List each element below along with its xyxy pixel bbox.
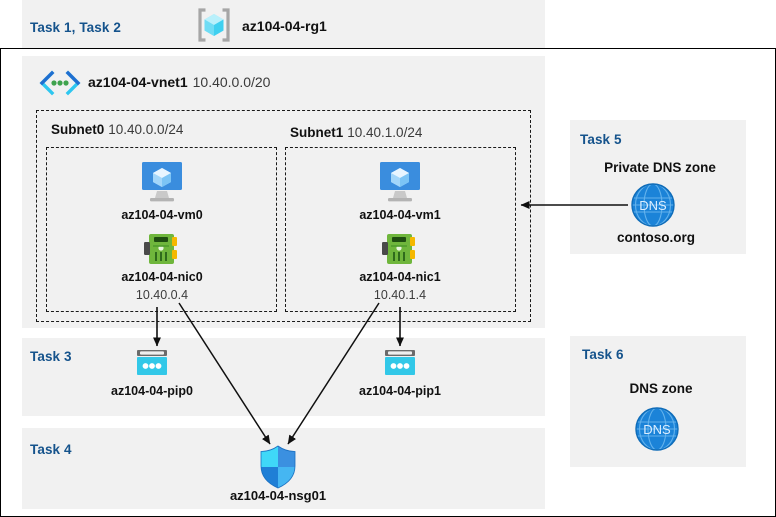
subnets-container bbox=[36, 110, 531, 322]
network-interface-icon bbox=[142, 232, 182, 266]
dns-zone-heading: DNS zone bbox=[629, 381, 693, 396]
private-dns-zone-name: contoso.org bbox=[617, 230, 695, 245]
vnet-panel bbox=[22, 56, 545, 328]
nic0-label: az104-04-nic0 bbox=[121, 270, 203, 284]
subnet0-name: Subnet0 bbox=[51, 122, 105, 137]
subnet1-name: Subnet1 bbox=[290, 125, 344, 140]
pip0-label: az104-04-pip0 bbox=[111, 384, 193, 398]
nic1-ip: 10.40.1.4 bbox=[373, 288, 427, 302]
vnet-address-space: 10.40.0.0/20 bbox=[192, 74, 271, 90]
task-label-4: Task 4 bbox=[30, 442, 72, 457]
pip1-label: az104-04-pip1 bbox=[359, 384, 441, 398]
private-dns-zone-heading: Private DNS zone bbox=[604, 160, 716, 175]
resource-group-name: az104-04-rg1 bbox=[242, 18, 327, 34]
public-ip-address-icon bbox=[381, 348, 419, 380]
task-label-1-2: Task 1, Task 2 bbox=[30, 20, 121, 35]
dns-icon-text: DNS bbox=[639, 198, 667, 213]
vnet-name: az104-04-vnet1 bbox=[88, 74, 188, 90]
virtual-network-icon bbox=[38, 70, 82, 96]
public-ip-panel bbox=[22, 338, 545, 416]
network-security-group-icon bbox=[257, 444, 299, 490]
virtual-machine-icon bbox=[374, 160, 426, 204]
nsg-label: az104-04-nsg01 bbox=[229, 488, 327, 503]
vm1-label: az104-04-vm1 bbox=[359, 208, 441, 222]
task-label-3: Task 3 bbox=[30, 349, 72, 364]
subnet1-address-prefix: 10.40.1.0/24 bbox=[347, 125, 423, 140]
virtual-machine-icon bbox=[136, 160, 188, 204]
resource-group-name-text: az104-04-rg1 bbox=[242, 18, 327, 34]
network-interface-icon bbox=[380, 232, 420, 266]
resource-group-icon bbox=[196, 8, 232, 42]
dns-icon-text: DNS bbox=[643, 422, 671, 437]
public-ip-address-icon bbox=[133, 348, 171, 380]
vm0-label: az104-04-vm0 bbox=[121, 208, 203, 222]
subnet0-box bbox=[46, 147, 277, 312]
dns-zone-icon: DNS bbox=[634, 406, 680, 452]
dns-zone-icon: DNS bbox=[630, 182, 676, 228]
nic1-label: az104-04-nic1 bbox=[359, 270, 441, 284]
task-label-6: Task 6 bbox=[582, 347, 624, 362]
nic0-ip: 10.40.0.4 bbox=[135, 288, 189, 302]
resource-group-header-band bbox=[22, 0, 545, 48]
task-label-5: Task 5 bbox=[580, 132, 622, 147]
subnet0-address-prefix: 10.40.0.0/24 bbox=[108, 122, 184, 137]
